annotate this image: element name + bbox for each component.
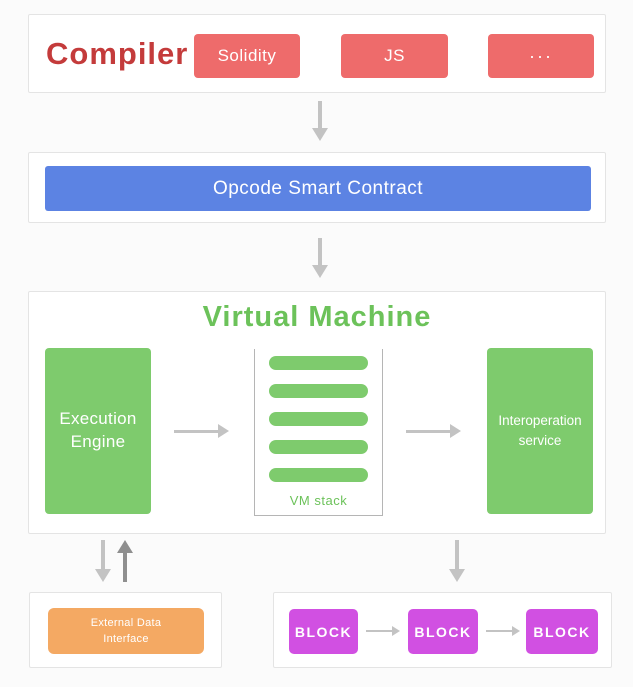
arrow-head (312, 265, 328, 278)
stack-bar (269, 356, 368, 370)
arrow-head (95, 569, 111, 582)
arrow-right-icon (406, 424, 461, 438)
blockchain-panel: BLOCK BLOCK BLOCK (273, 592, 612, 668)
arrow-right-icon (174, 424, 229, 438)
arrow-right-icon (486, 626, 520, 636)
external-data-panel: External Data Interface (29, 592, 222, 668)
more-languages-node: ··· (488, 34, 594, 78)
interoperation-service-node: Interoperation service (487, 348, 593, 514)
arrow-head (392, 626, 400, 636)
external-data-interface-label: External Data Interface (90, 616, 162, 646)
block-node: BLOCK (289, 609, 358, 654)
opcode-panel: Opcode Smart Contract (28, 152, 606, 223)
arrow-down-icon (449, 540, 465, 582)
arrow-stem (318, 101, 322, 128)
arrow-stem (406, 429, 450, 433)
arrow-stem (123, 553, 127, 582)
arrow-head (218, 424, 229, 438)
virtual-machine-title: Virtual Machine (202, 301, 432, 333)
js-node: JS (341, 34, 448, 78)
stack-bar (269, 384, 368, 398)
stack-bar (269, 440, 368, 454)
external-data-interface-node: External Data Interface (48, 608, 204, 654)
arrow-head (512, 626, 520, 636)
arrow-head (312, 128, 328, 141)
arrow-stem (455, 540, 459, 569)
arrow-right-icon (366, 626, 400, 636)
arrow-stem (174, 429, 218, 433)
arrow-stem (318, 238, 322, 265)
stack-bar (269, 412, 368, 426)
block-node: BLOCK (408, 609, 478, 654)
arrow-head (449, 569, 465, 582)
stack-bar (269, 468, 368, 482)
vm-stack-bars (255, 356, 382, 482)
virtual-machine-panel: Virtual Machine Execution Engine VM stac… (28, 291, 606, 534)
opcode-smart-contract-node: Opcode Smart Contract (45, 166, 591, 211)
vm-stack-label: VM stack (289, 493, 348, 508)
compiler-panel: Compiler Solidity JS ··· (28, 14, 606, 93)
arrow-down-icon (312, 238, 328, 278)
execution-engine-node: Execution Engine (45, 348, 151, 514)
arrow-down-icon (95, 540, 111, 582)
arrow-stem (101, 540, 105, 569)
compiler-title: Compiler (46, 35, 189, 71)
arrow-stem (366, 630, 392, 632)
arrow-down-icon (312, 101, 328, 141)
block-node: BLOCK (526, 609, 598, 654)
arrow-up-icon (117, 540, 133, 582)
arrow-head (117, 540, 133, 553)
arrow-stem (486, 630, 512, 632)
arrow-head (450, 424, 461, 438)
vm-stack-container: VM stack (254, 349, 383, 516)
interoperation-service-label: Interoperation service (498, 413, 582, 448)
solidity-node: Solidity (194, 34, 300, 78)
